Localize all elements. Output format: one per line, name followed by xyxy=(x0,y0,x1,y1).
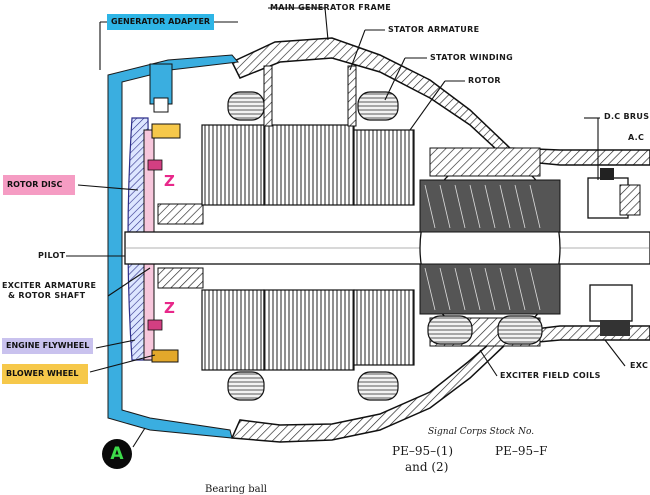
generator-adapter-casting xyxy=(107,54,239,439)
stock-heading: Signal Corps Stock No. xyxy=(428,427,535,437)
exciter-field-coils xyxy=(427,315,543,345)
stator-winding xyxy=(227,65,399,401)
label-generator-adapter: GENERATOR ADAPTER xyxy=(107,14,215,30)
label-rotor-disc: ROTOR DISC xyxy=(3,175,75,195)
label-rotor: ROTOR xyxy=(468,76,501,85)
stock-line2: and (2) xyxy=(405,460,449,474)
z-mark-upper: Z xyxy=(164,172,175,190)
stock-footer: Bearing ball xyxy=(205,484,267,495)
label-stator-winding: STATOR WINDING xyxy=(430,53,513,62)
label-stator-armature: STATOR ARMATURE xyxy=(388,25,480,34)
rotor-shaft xyxy=(124,203,650,289)
label-exc-right: EXC xyxy=(630,361,649,370)
main-generator-frame xyxy=(230,37,650,443)
label-dc-brush: D.C BRUS xyxy=(604,112,650,121)
label-main-generator-frame: MAIN GENERATOR FRAME xyxy=(270,3,391,12)
label-ac: A.C xyxy=(628,133,645,142)
label-exciter-field-coils: EXCITER FIELD COILS xyxy=(500,371,601,380)
stock-line1-left: PE–95–(1) xyxy=(392,444,454,458)
dc-brush-assembly xyxy=(587,168,641,336)
blower-wheel-upper xyxy=(151,123,181,139)
label-exciter-armature-line1: EXCITER ARMATURE xyxy=(2,281,97,290)
callout-marker-a[interactable]: A xyxy=(102,439,132,469)
stator-armature-lower xyxy=(201,289,415,371)
label-engine-flywheel: ENGINE FLYWHEEL xyxy=(2,338,94,354)
label-exciter-armature-line2: & ROTOR SHAFT xyxy=(8,291,86,300)
z-mark-lower: Z xyxy=(164,299,175,317)
stock-line1-right: PE–95–F xyxy=(495,444,548,458)
label-pilot: PILOT xyxy=(38,251,66,260)
label-blower-wheel: BLOWER WHEEL xyxy=(2,364,88,384)
blower-wheel-lower xyxy=(151,349,179,363)
stator-armature-upper xyxy=(201,124,415,206)
